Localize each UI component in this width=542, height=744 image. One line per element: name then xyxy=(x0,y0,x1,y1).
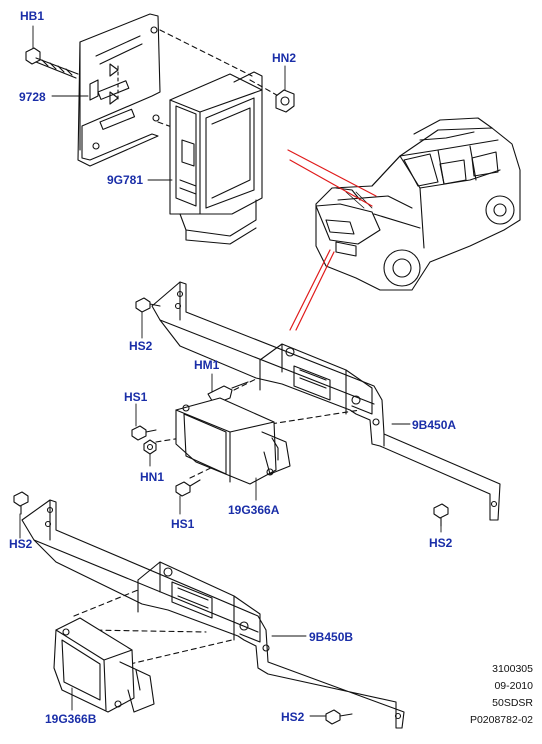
callout-hn2: HN2 xyxy=(272,51,297,65)
screw-hs1-a-icon xyxy=(131,425,157,441)
sensor-19g366b xyxy=(53,617,155,713)
callout-19g366b: 19G366B xyxy=(45,712,97,726)
bolt-hb1-icon xyxy=(25,47,79,79)
callout-19g366a: 19G366A xyxy=(228,503,280,517)
callout-hs2-d: HS2 xyxy=(281,710,305,724)
nut-hn2-icon xyxy=(275,89,295,113)
screw-hs2-c-icon xyxy=(433,503,449,527)
callout-hn1: HN1 xyxy=(140,470,165,484)
bracket-9b450a xyxy=(151,281,501,521)
callout-hs1-b: HS1 xyxy=(171,517,195,531)
callout-9b450b: 9B450B xyxy=(309,630,354,644)
sensor-19g366a xyxy=(175,397,291,485)
reference-line-1: 3100305 xyxy=(492,663,533,675)
bracket-9b450b xyxy=(21,499,405,729)
callout-leaders xyxy=(19,25,442,717)
highlight-lines xyxy=(287,149,377,331)
callout-hm1: HM1 xyxy=(194,358,220,372)
nut-hn1-icon xyxy=(143,439,157,455)
callout-hb1: HB1 xyxy=(20,9,45,23)
callout-hs2-b: HS2 xyxy=(9,537,33,551)
reference-line-4: P0208782-02 xyxy=(469,714,533,726)
callout-9b450a: 9B450A xyxy=(412,418,457,432)
callout-hs1-a: HS1 xyxy=(124,390,148,404)
callout-hs2-a: HS2 xyxy=(129,339,153,353)
callout-9728: 9728 xyxy=(19,90,46,104)
reference-line-3: 50SDSR xyxy=(492,697,533,709)
reference-line-2: 09-2010 xyxy=(494,680,533,692)
reference-block: 3100305 09-2010 50SDSR P0208782-02 xyxy=(470,661,533,729)
screw-hs1-b-icon xyxy=(175,479,201,497)
vehicle-illustration xyxy=(315,117,521,291)
mounting-plate-9728 xyxy=(77,13,161,167)
callout-hs2-c: HS2 xyxy=(429,536,453,550)
screw-hs2-d-icon xyxy=(325,709,353,725)
screw-hs2-b-icon xyxy=(13,491,29,515)
screw-hs2-a-icon xyxy=(135,297,161,313)
module-9g781 xyxy=(169,71,263,245)
callout-9g781: 9G781 xyxy=(107,173,144,187)
